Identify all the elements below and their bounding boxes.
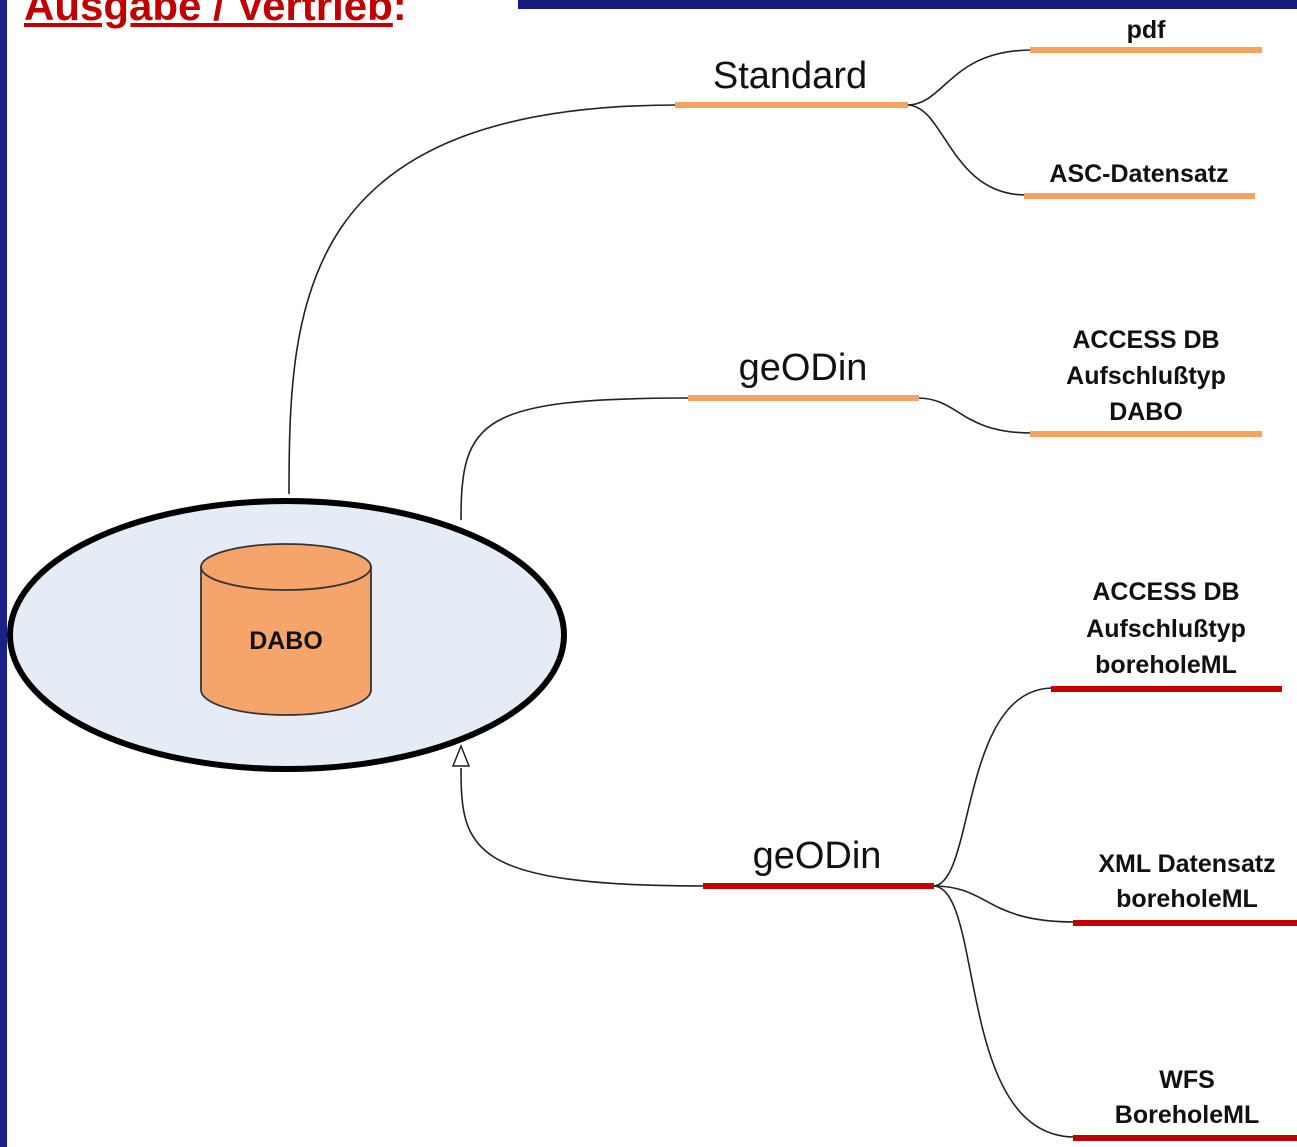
connector-geodin-2-access bbox=[932, 687, 1054, 887]
leaf-access-boreholeml-line-3: boreholeML bbox=[1095, 651, 1237, 679]
leaf-access-dabo-line-1: ACCESS DB bbox=[1072, 326, 1219, 354]
connector-dabo-standard bbox=[288, 104, 679, 495]
page-title: Ausgabe / Vertrieb: bbox=[24, 0, 407, 30]
branch-geodin-1-label: geODin bbox=[739, 347, 868, 389]
arrowhead-icon bbox=[451, 743, 471, 767]
frame-top-bar bbox=[518, 0, 1297, 9]
connector-dabo-geodin-1 bbox=[460, 397, 691, 521]
leaf-access-boreholeml-line-2: Aufschlußtyp bbox=[1086, 615, 1246, 643]
leaf-xml-line-1: XML Datensatz bbox=[1098, 850, 1275, 878]
leaf-asc-label: ASC-Datensatz bbox=[1049, 160, 1228, 188]
database-cylinder-icon bbox=[200, 543, 372, 716]
leaf-pdf-label: pdf bbox=[1127, 16, 1167, 44]
page-title-suffix: : bbox=[392, 0, 407, 29]
connector-geodin-1-access bbox=[916, 397, 1033, 434]
branch-standard-label: Standard bbox=[713, 55, 867, 97]
page-title-text: Ausgabe / Vertrieb bbox=[24, 0, 393, 29]
connector-geodin-2-wfs bbox=[932, 885, 1076, 1138]
branch-geodin-2-label: geODin bbox=[753, 835, 882, 877]
connector-geodin-2-dabo bbox=[460, 767, 707, 887]
connector-standard-asc bbox=[906, 104, 1027, 196]
database-label: DABO bbox=[249, 627, 323, 655]
leaf-xml-line-2: boreholeML bbox=[1116, 885, 1258, 913]
leaf-wfs-line-1: WFS bbox=[1159, 1066, 1215, 1094]
leaf-access-dabo-line-3: DABO bbox=[1109, 398, 1183, 426]
connector-geodin-2-xml bbox=[932, 885, 1076, 923]
frame-left-bar bbox=[0, 0, 7, 1147]
leaf-access-boreholeml-line-1: ACCESS DB bbox=[1092, 578, 1239, 606]
leaf-access-dabo-line-2: Aufschlußtyp bbox=[1066, 362, 1226, 390]
connector-standard-pdf bbox=[906, 49, 1033, 106]
leaf-wfs-line-2: BoreholeML bbox=[1115, 1101, 1259, 1129]
